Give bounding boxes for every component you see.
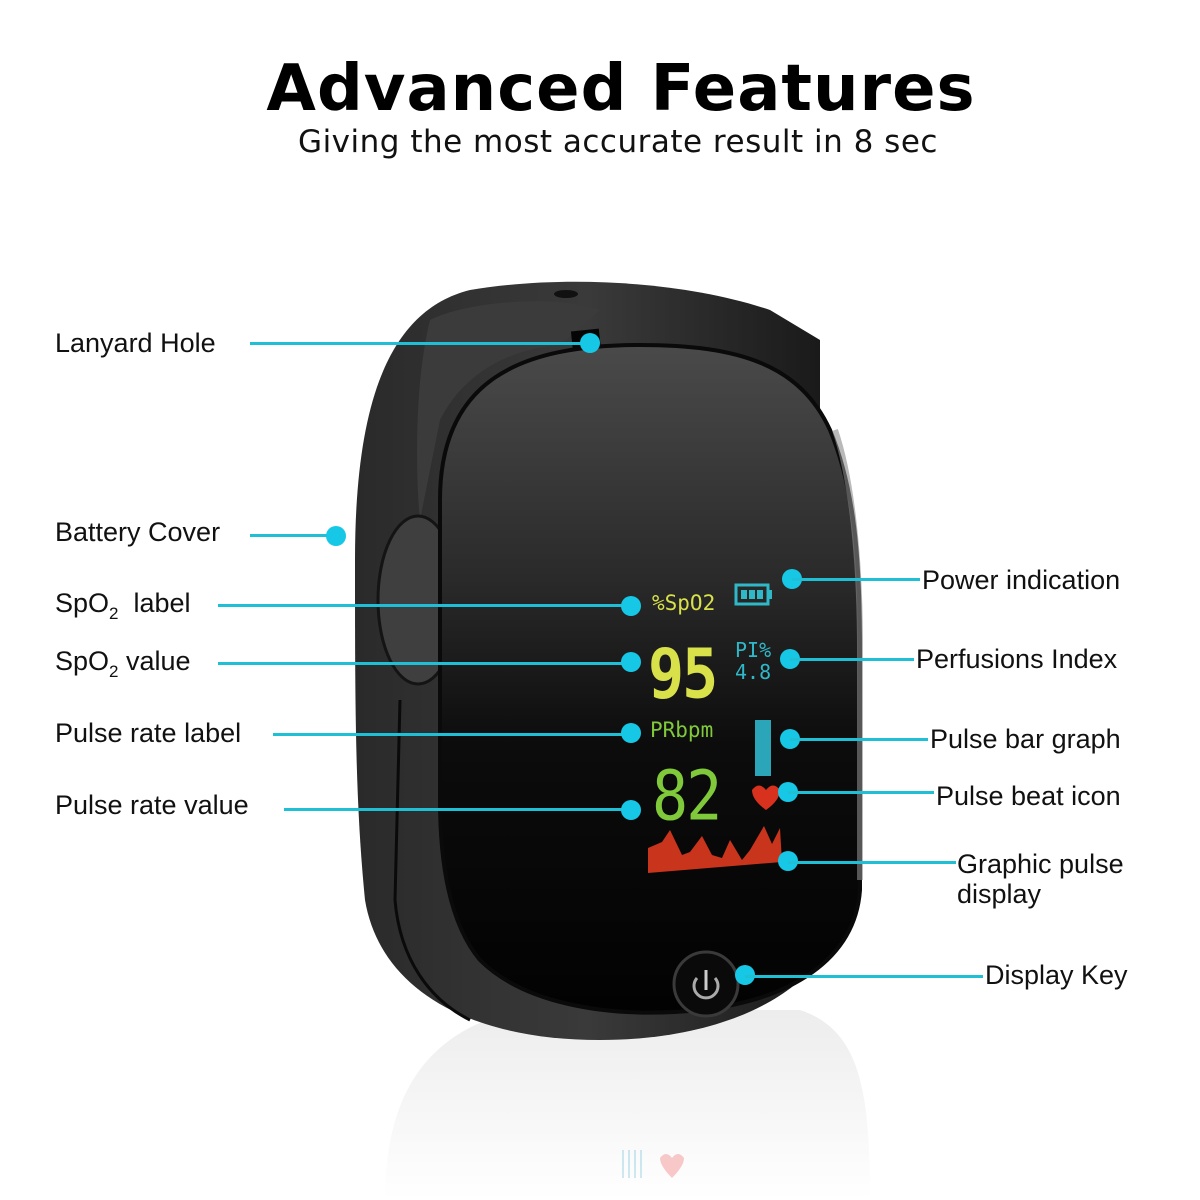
- page-title: Advanced Features: [266, 52, 976, 126]
- callout-pulse-rate-label: Pulse rate label: [55, 718, 242, 748]
- pr-value-display: 82: [652, 756, 722, 837]
- callout-line: [250, 534, 336, 537]
- label-text: SpO: [55, 646, 110, 676]
- pulse-bar-graph: [755, 720, 771, 776]
- callout-line: [788, 791, 934, 794]
- pi-value-display: 4.8: [735, 660, 772, 684]
- device-reflection: [385, 1010, 870, 1200]
- callout-line: [218, 662, 630, 665]
- label-subscript: 2: [109, 662, 119, 681]
- callout-dot: [621, 652, 641, 672]
- label-line-1: Graphic pulse: [957, 849, 1124, 879]
- callout-line: [273, 733, 630, 736]
- heart-icon: [752, 785, 780, 810]
- battery-icon: [734, 583, 772, 606]
- callout-battery-cover: Battery Cover: [55, 517, 221, 547]
- callout-line: [790, 738, 928, 741]
- reflection-icons: [622, 1150, 684, 1178]
- callout-dot: [580, 333, 600, 353]
- callout-spo2-value: SpO2 value: [55, 646, 191, 681]
- label-text: label: [118, 588, 191, 618]
- pr-label-display: PRbpm: [650, 718, 714, 742]
- callout-line: [788, 861, 956, 864]
- label-line-2: display: [957, 879, 1042, 909]
- pulse-waveform: [648, 826, 782, 873]
- callout-line: [790, 658, 914, 661]
- label-text: SpO: [55, 588, 110, 618]
- label-text: value: [118, 646, 191, 676]
- callout-line: [218, 604, 630, 607]
- label-subscript: 2: [109, 604, 119, 623]
- callout-display-key: Display Key: [985, 960, 1128, 990]
- spo2-label-display: %SpO2: [652, 591, 716, 615]
- callout-dot: [621, 800, 641, 820]
- callout-perfusion-index: Perfusions Index: [916, 644, 1118, 674]
- callout-line: [745, 975, 983, 978]
- callout-line: [284, 808, 630, 811]
- callout-lanyard-hole: Lanyard Hole: [55, 328, 216, 358]
- page-subtitle: Giving the most accurate result in 8 sec: [298, 124, 938, 160]
- callout-pulse-beat-icon: Pulse beat icon: [936, 781, 1121, 811]
- callout-pulse-rate-value: Pulse rate value: [55, 790, 249, 820]
- callout-line: [250, 342, 586, 345]
- callout-dot: [326, 526, 346, 546]
- callout-line: [792, 578, 920, 581]
- callout-pulse-bar-graph: Pulse bar graph: [930, 724, 1121, 754]
- callout-dot: [621, 723, 641, 743]
- spo2-value-display: 95: [648, 634, 718, 715]
- callout-power-indication: Power indication: [922, 565, 1121, 595]
- callout-spo2-label: SpO2 label: [55, 588, 191, 623]
- power-key: [672, 950, 740, 1018]
- callout-graphic-pulse-display: Graphic pulse display: [957, 849, 1124, 909]
- pi-label-display: PI%: [735, 638, 772, 662]
- callout-dot: [621, 596, 641, 616]
